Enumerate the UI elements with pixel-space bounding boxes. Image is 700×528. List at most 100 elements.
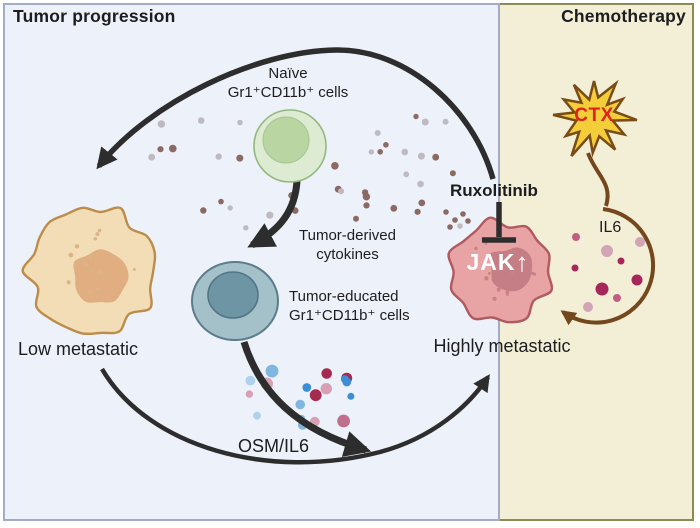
dot: [227, 205, 233, 211]
dot: [243, 225, 249, 231]
dot: [484, 276, 489, 281]
cycle-arrow-bottom: [100, 367, 490, 465]
dot: [87, 290, 92, 295]
dot: [635, 237, 645, 247]
dot: [510, 272, 514, 276]
tumor-educated-cell: [191, 261, 279, 341]
dot: [95, 286, 100, 291]
dot: [266, 211, 274, 219]
dot: [68, 252, 74, 258]
dot: [295, 399, 306, 410]
dot: [157, 146, 164, 153]
dot: [532, 272, 537, 276]
ctx-starburst-icon: [552, 79, 638, 158]
tumor-derived-cytokines-line2: cytokines: [316, 246, 379, 263]
dot: [368, 149, 374, 155]
dot: [236, 154, 244, 162]
dot: [631, 274, 643, 286]
dot: [265, 364, 279, 378]
dot: [361, 189, 369, 196]
educated-secretion-arrow: [240, 340, 372, 457]
dot: [417, 180, 424, 188]
dot: [601, 245, 613, 257]
dot: [157, 120, 166, 128]
naive-cells-label-line1: Naïve: [268, 65, 308, 82]
dot: [200, 207, 207, 214]
dot: [390, 204, 398, 212]
ruxolitinib-label: Ruxolitinib: [450, 181, 538, 200]
dot: [572, 233, 580, 241]
dot: [148, 153, 156, 161]
dot: [237, 119, 243, 126]
dot: [383, 142, 389, 148]
dot: [89, 268, 94, 273]
dot: [97, 228, 102, 233]
dot: [347, 392, 355, 400]
jak-upregulated-label: JAK↑: [448, 249, 548, 275]
jak-text: JAK: [466, 249, 516, 275]
dot: [498, 270, 501, 274]
dot: [496, 287, 501, 292]
dot: [66, 280, 71, 285]
dot: [245, 375, 256, 386]
dot: [447, 224, 453, 230]
dot: [353, 215, 359, 222]
tumor-derived-cytokine-dots: [148, 113, 471, 231]
dot: [88, 255, 93, 259]
il6-label: IL6: [599, 219, 622, 236]
ruxolitinib-inhibition-tbar: [482, 202, 516, 243]
tumor-educated-cells-line2: Gr1⁺CD11b⁺ cells: [289, 307, 410, 324]
dot: [80, 257, 84, 261]
dot: [418, 199, 426, 207]
naive-cells-label: Naïve Gr1⁺CD11b⁺ cells: [198, 64, 378, 102]
dot: [132, 268, 136, 271]
dot: [414, 208, 421, 215]
dot: [302, 383, 312, 392]
highly-metastatic-label: Highly metastatic: [433, 336, 571, 356]
dot: [215, 153, 222, 160]
dot: [474, 246, 478, 251]
dot: [403, 171, 410, 178]
cycle-arrow-top: [96, 47, 496, 180]
dot: [484, 242, 488, 245]
naive-cells-label-line2: Gr1⁺CD11b⁺ cells: [227, 84, 349, 101]
dot: [74, 244, 80, 249]
up-arrow-icon: ↑: [515, 247, 530, 277]
dot: [506, 253, 511, 257]
osm-il6-label: OSM/IL6: [238, 436, 310, 456]
dot: [452, 217, 458, 223]
il6-feedback-loop-arrow: [560, 207, 656, 326]
ctx-to-il6-curve: [586, 152, 610, 207]
dot: [617, 257, 625, 265]
panel-title-tumor-progression: Tumor progression: [13, 6, 176, 26]
cell-speckles: [474, 242, 537, 301]
tumor-educated-cells-label: Tumor-educated Gr1⁺CD11b⁺ cells: [289, 287, 410, 325]
dot: [218, 198, 224, 205]
dot: [465, 218, 471, 224]
dot: [401, 148, 409, 156]
dot: [320, 383, 332, 395]
dot: [449, 170, 456, 177]
dot: [497, 253, 501, 257]
low-metastatic-label: Low metastatic: [18, 339, 139, 359]
highly-metastatic-cell: [447, 216, 554, 324]
dot: [505, 290, 510, 294]
tumor-educated-cells-line1: Tumor-educated: [289, 288, 399, 305]
dot: [245, 390, 254, 398]
dot: [342, 377, 352, 387]
dot: [492, 296, 497, 301]
tumor-derived-cytokines-label: Tumor-derived cytokines: [285, 226, 410, 264]
dot: [613, 294, 621, 302]
dot: [506, 293, 509, 296]
dot: [93, 237, 98, 241]
naive-cell: [253, 109, 327, 183]
dot: [95, 232, 100, 237]
dot: [595, 282, 609, 296]
dot: [97, 270, 103, 276]
tumor-derived-cytokines-line1: Tumor-derived: [299, 227, 396, 244]
panel-title-chemotherapy: Chemotherapy: [561, 6, 686, 26]
dot: [338, 188, 345, 195]
low-metastatic-cell: [21, 206, 157, 336]
dot: [443, 209, 449, 215]
